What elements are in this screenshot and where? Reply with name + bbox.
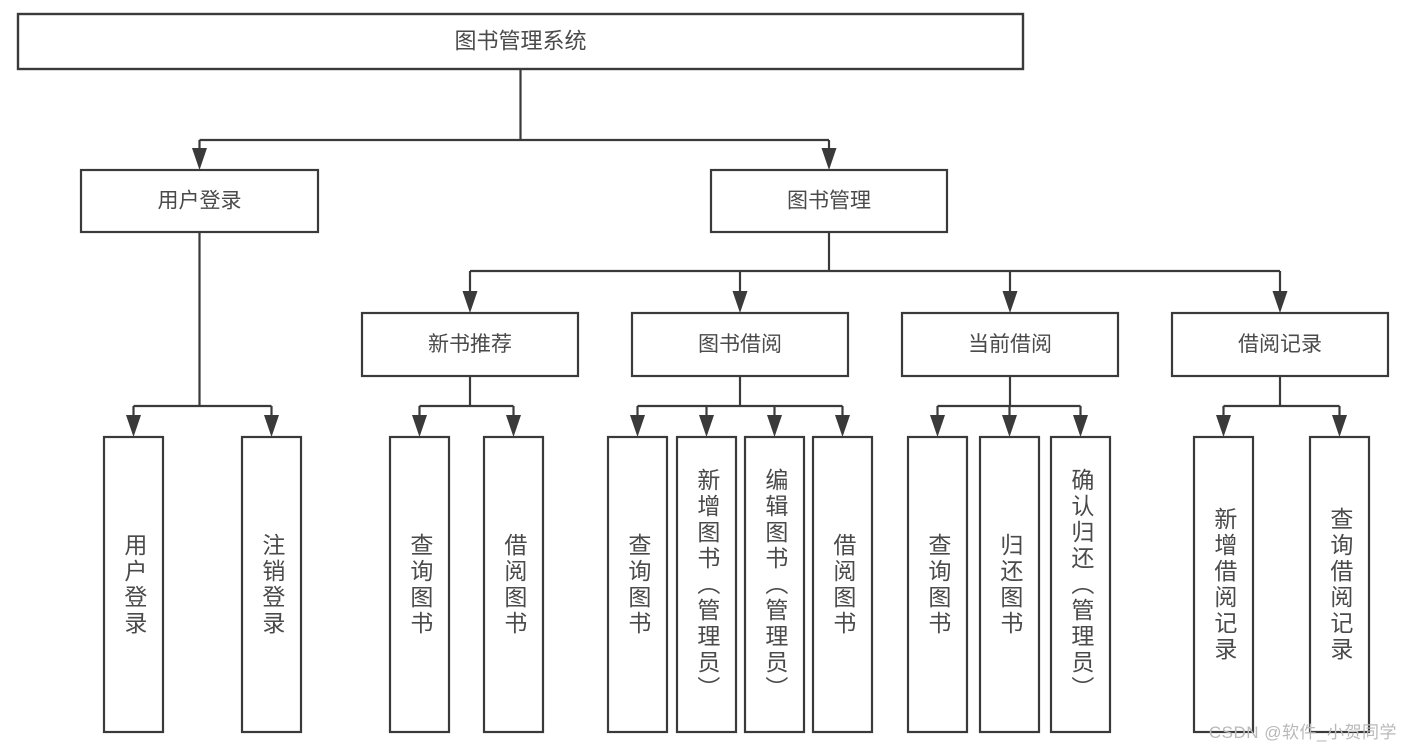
arrowhead-icon xyxy=(126,415,141,437)
edge-bookmanage-to-level3 xyxy=(462,232,1288,313)
edge-borrowrecord-to-leaves xyxy=(1216,376,1347,437)
arrowhead-icon xyxy=(1332,415,1347,437)
arrowhead-icon xyxy=(699,415,714,437)
arrowhead-icon xyxy=(192,148,207,170)
node-new-book-rec-label: 新书推荐 xyxy=(428,333,512,356)
node-leaf-borrow-book-2-box[interactable] xyxy=(811,435,874,734)
edge-newbook-to-leaves xyxy=(412,376,521,437)
node-leaf-query-record-box[interactable] xyxy=(1308,435,1371,734)
node-new-book-rec-box[interactable] xyxy=(360,311,580,378)
boxes-layer xyxy=(16,12,1390,734)
edges-layer xyxy=(126,69,1347,437)
arrowhead-icon xyxy=(732,291,748,313)
node-user-login-box[interactable] xyxy=(79,168,320,234)
node-leaf-borrow-book-1-box[interactable] xyxy=(482,435,545,734)
node-borrow-record-box[interactable] xyxy=(1170,311,1390,378)
node-leaf-edit-book-box[interactable] xyxy=(743,435,806,734)
node-user-login-label: 用户登录 xyxy=(158,190,242,213)
arrowhead-icon xyxy=(1272,291,1288,313)
watermark-text: CSDN @软件_小贺同学 xyxy=(1208,723,1397,742)
arrowhead-icon xyxy=(462,291,478,313)
node-book-borrow-box[interactable] xyxy=(630,311,850,378)
arrowhead-icon xyxy=(1216,415,1231,437)
node-leaf-query-book-1-box[interactable] xyxy=(388,435,451,734)
arrowhead-icon xyxy=(930,415,945,437)
edge-bookborrow-to-leaves xyxy=(630,376,850,437)
arrowhead-icon xyxy=(412,415,427,437)
arrowhead-icon xyxy=(1073,415,1088,437)
node-root-box[interactable] xyxy=(16,12,1025,71)
arrowhead-icon xyxy=(630,415,645,437)
node-leaf-confirm-return-box[interactable] xyxy=(1049,435,1112,734)
node-leaf-logout-box[interactable] xyxy=(240,435,303,734)
node-leaf-add-book-box[interactable] xyxy=(675,435,738,734)
node-root-label: 图书管理系统 xyxy=(454,28,586,53)
node-current-borrow-label: 当前借阅 xyxy=(968,333,1052,356)
node-leaf-add-record-box[interactable] xyxy=(1192,435,1255,734)
node-book-manage-label: 图书管理 xyxy=(787,190,871,213)
node-book-borrow-label: 图书借阅 xyxy=(698,333,782,356)
arrowhead-icon xyxy=(821,148,837,170)
node-leaf-user-login-box[interactable] xyxy=(102,435,165,734)
edge-userlogin-to-leaves xyxy=(126,232,279,437)
edge-currentborrow-to-leaves xyxy=(930,376,1088,437)
arrowhead-icon xyxy=(1002,415,1017,437)
edge-root-to-level2 xyxy=(192,69,837,170)
node-leaf-query-book-2-box[interactable] xyxy=(606,435,669,734)
arrowhead-icon xyxy=(506,415,521,437)
node-leaf-query-book-3-box[interactable] xyxy=(906,435,969,734)
node-book-manage-box[interactable] xyxy=(709,168,949,234)
arrowhead-icon xyxy=(835,415,850,437)
arrowhead-icon xyxy=(767,415,782,437)
arrowhead-icon xyxy=(264,415,279,437)
arrowhead-icon xyxy=(1002,291,1018,313)
node-leaf-return-book-box[interactable] xyxy=(978,435,1041,734)
node-current-borrow-box[interactable] xyxy=(900,311,1120,378)
node-borrow-record-label: 借阅记录 xyxy=(1238,333,1322,356)
